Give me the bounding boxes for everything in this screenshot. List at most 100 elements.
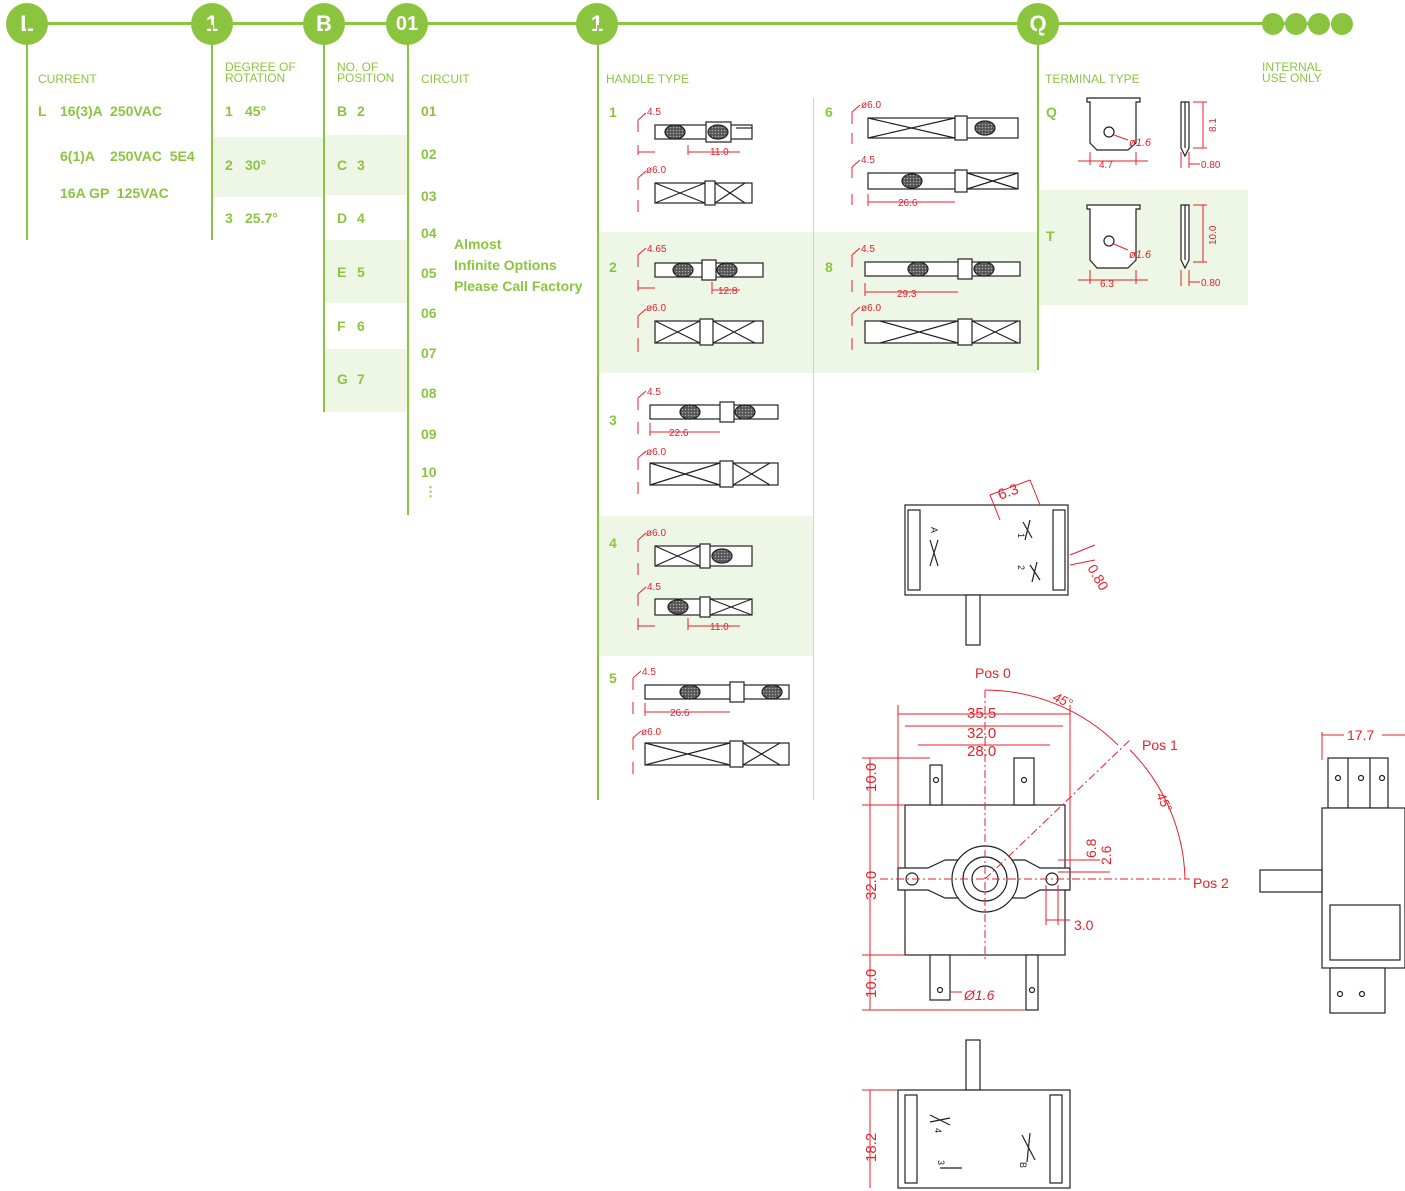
band-position-g [325, 349, 407, 412]
handle-6-drawing [867, 115, 1019, 193]
circuit-code: 02 [421, 146, 437, 162]
terminal-t-dim: 6.3 [1100, 279, 1114, 290]
spine-handle [597, 25, 599, 800]
handle-column-divider [813, 98, 814, 800]
handle-2-dim: 4.65 [647, 244, 667, 255]
rotation-code: 1 [225, 103, 233, 119]
front-dim: 35.5 [967, 705, 996, 722]
position-value: 7 [357, 371, 365, 387]
current-row: 6(1)A 250VAC 5E4 [60, 148, 195, 164]
terminal-t-drawing [1086, 204, 1190, 270]
current-code: L [38, 103, 47, 119]
top-view-label: A [929, 527, 939, 533]
header-internal-line1: INTERNAL [1262, 60, 1322, 74]
top-view-label: 1 [1016, 533, 1026, 538]
front-dim: 3.0 [1074, 917, 1094, 933]
spine-circuit [407, 25, 409, 515]
header-current: CURRENT [38, 72, 97, 86]
internal-dot [1285, 13, 1307, 35]
internal-dot [1262, 13, 1284, 35]
circuit-code: 08 [421, 385, 437, 401]
rotation-value: 30° [245, 157, 267, 173]
handle-4-dim: 11.0 [710, 622, 729, 633]
bottom-view-label: 4 [933, 1128, 943, 1133]
internal-dot [1308, 13, 1330, 35]
bottom-view-label: B [1018, 1162, 1028, 1168]
handle-2-dim: 12.8 [718, 286, 738, 297]
position-value: 6 [357, 318, 365, 334]
rotation-value: 25.7° [245, 210, 278, 226]
header-circuit: CIRCUIT [421, 72, 470, 86]
circuit-note-line: Almost [454, 236, 502, 252]
position-label: Pos 1 [1142, 737, 1178, 753]
circuit-code: 07 [421, 345, 437, 361]
front-dim: Ø1.6 [963, 987, 995, 1003]
bottom-dim: 18.2 [863, 1133, 880, 1162]
code-bar-line [20, 22, 1310, 25]
rotation-code: 3 [225, 210, 233, 226]
terminal-q-dim: 8.1 [1208, 118, 1219, 132]
band-handle-4 [599, 516, 813, 656]
front-dim: 6.8 [1083, 838, 1099, 858]
position-value: 2 [357, 103, 365, 119]
position-code: F [337, 318, 346, 334]
terminal-q-dim: ø1.6 [1129, 137, 1152, 149]
switch-bottom-view [897, 1039, 1071, 1189]
handle-3-dim: 4.5 [647, 387, 661, 398]
angle-label: 45° [1051, 689, 1075, 711]
circuit-note-line: Infinite Options [454, 257, 557, 273]
handle-4-dim: 4.5 [647, 582, 661, 593]
handle-1-dim: 4.5 [647, 107, 661, 118]
bottom-view-label: 3 [936, 1160, 946, 1165]
position-label: Pos 0 [975, 665, 1011, 681]
position-value: 5 [357, 264, 365, 280]
handle-code: 4 [609, 535, 617, 551]
current-row: 16(3)A 250VAC [60, 103, 162, 119]
terminal-q-drawing [1086, 97, 1190, 158]
switch-top-view [904, 504, 1069, 646]
side-dim: 17.7 [1347, 727, 1374, 743]
position-code: E [337, 264, 347, 280]
header-degree-line1: DEGREE OF [225, 60, 296, 74]
handle-3-dim: ø6.0 [646, 447, 666, 458]
terminal-code: Q [1046, 104, 1057, 120]
terminal-q-dim: 4.7 [1099, 160, 1113, 171]
top-view-dim: 0.80 [1084, 562, 1112, 594]
handle-code: 2 [609, 259, 617, 275]
handle-8-dim: 29.3 [897, 289, 917, 300]
band-position-e [325, 240, 407, 303]
circuit-note-line: Please Call Factory [454, 278, 583, 294]
handle-1-dim: ø6.0 [646, 165, 666, 176]
handle-code: 6 [825, 104, 833, 120]
position-code: B [337, 103, 348, 119]
header-internal-line2: USE ONLY [1262, 71, 1322, 85]
switch-side-view [1259, 757, 1405, 1014]
band-handle-2-8 [599, 232, 1037, 373]
current-row: 16A GP 125VAC [60, 185, 169, 201]
front-dim: 28.0 [967, 743, 996, 760]
code-bubble-position: B [303, 3, 345, 45]
handle-code: 8 [825, 259, 833, 275]
terminal-q-dim: 0.80 [1201, 160, 1221, 171]
header-position-line2: POSITION [337, 71, 395, 85]
handle-3-drawing [649, 401, 779, 488]
header-terminal: TERMINAL TYPE [1045, 72, 1140, 86]
terminal-t-dim: 10.0 [1208, 225, 1219, 245]
terminal-t-dim: 0.80 [1201, 278, 1221, 289]
position-code: D [337, 210, 348, 226]
handle-6-dim: ø6.0 [861, 100, 881, 111]
front-dim: 10.0 [863, 969, 880, 998]
terminal-code: T [1046, 228, 1055, 244]
rotation-code: 2 [225, 157, 233, 173]
circuit-code: 06 [421, 305, 437, 321]
front-dim: 32.0 [967, 725, 996, 742]
handle-8-dim: ø6.0 [861, 303, 881, 314]
circuit-ellipsis: ⋮ [424, 484, 437, 499]
handle-5-dim: ø6.0 [641, 727, 661, 738]
header-handle: HANDLE TYPE [606, 72, 690, 86]
handle-4-dim: ø6.0 [646, 528, 666, 539]
handle-2-drawing [654, 259, 764, 346]
handle-6-dim: 4.5 [861, 155, 875, 166]
internal-dot [1331, 13, 1353, 35]
